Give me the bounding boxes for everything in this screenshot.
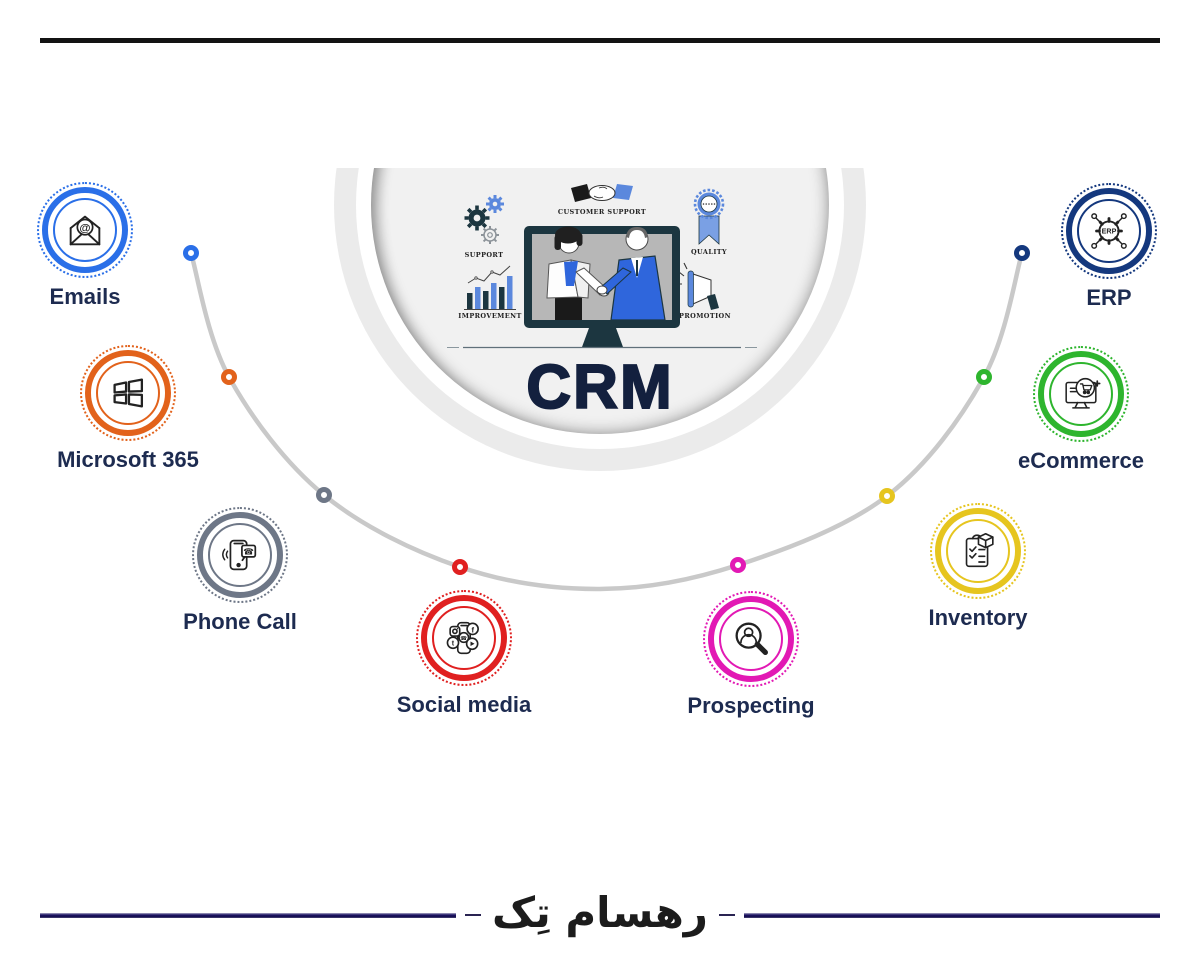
crm-illustration: SUPPORT CUSTOMER SUPPORT QUALITY <box>447 184 757 349</box>
magnifier-person-icon <box>735 622 768 656</box>
icon-core: @ <box>53 198 117 262</box>
footer-brand-bar: رهسام تِک <box>40 888 1160 942</box>
marker-phone-call <box>316 487 332 503</box>
top-divider-line <box>40 38 1160 43</box>
icon-core: ☎ <box>208 523 272 587</box>
node-label: eCommerce <box>1018 448 1144 473</box>
windows-icon <box>113 378 144 408</box>
node-prospecting: Prospecting <box>687 591 815 718</box>
node-erp: ERP ERP <box>1061 183 1157 310</box>
megaphone-icon <box>675 262 719 310</box>
support-label: SUPPORT <box>465 251 504 259</box>
handshake-icon <box>571 184 633 202</box>
footer-dash-right <box>719 913 735 917</box>
node-label: Social media <box>396 692 532 717</box>
node-phone-call: ☎ Phone Call <box>183 507 297 634</box>
icon-core <box>946 519 1010 583</box>
node-label: Emails <box>49 284 121 309</box>
dotted-ring <box>1061 183 1157 279</box>
social-apps-icon: f t ☎ <box>446 621 479 655</box>
quality-label: QUALITY <box>691 248 727 256</box>
marker-microsoft-365 <box>221 369 237 385</box>
bar-chart-icon <box>464 265 516 310</box>
footer-line-right <box>744 912 1160 918</box>
crm-title: CRM <box>525 352 674 423</box>
marker-inventory <box>879 488 895 504</box>
dotted-ring <box>192 507 288 603</box>
gears-icon <box>464 195 504 244</box>
icon-core <box>96 361 160 425</box>
marker-prospecting <box>730 557 746 573</box>
node-label: Microsoft 365 <box>57 447 199 472</box>
svg-text:☎: ☎ <box>460 635 468 642</box>
node-label: Inventory <box>928 605 1028 630</box>
marker-ecommerce <box>976 369 992 385</box>
footer-dash-left <box>465 913 481 917</box>
node-social-media: f t ☎ Social media <box>397 590 531 717</box>
svg-text:ERP: ERP <box>1102 228 1117 236</box>
central-hero: SUPPORT CUSTOMER SUPPORT QUALITY <box>332 168 868 480</box>
marker-social-media <box>452 559 468 575</box>
svg-text:☎: ☎ <box>243 547 254 557</box>
customer-support-label: CUSTOMER SUPPORT <box>558 208 646 216</box>
man-figure <box>596 227 666 321</box>
node-inventory: Inventory <box>928 503 1028 630</box>
marker-erp <box>1014 245 1030 261</box>
node-label: ERP <box>1086 285 1132 310</box>
dotted-ring <box>703 591 799 687</box>
svg-text:f: f <box>472 625 475 634</box>
dotted-ring <box>37 182 133 278</box>
node-label: Phone Call <box>183 609 297 634</box>
dotted-ring <box>1033 346 1129 442</box>
icon-core <box>1049 362 1113 426</box>
node-ecommerce: eCommerce <box>1018 346 1144 473</box>
dotted-ring <box>416 590 512 686</box>
promotion-label: PROMOTION <box>679 312 731 320</box>
improvement-label: IMPROVEMENT <box>458 312 521 320</box>
icon-core <box>719 607 783 671</box>
node-microsoft-365: Microsoft 365 <box>57 345 199 472</box>
monitor-cart-icon <box>1065 377 1101 409</box>
node-label: Prospecting <box>687 693 815 718</box>
node-emails: @ Emails <box>37 182 133 309</box>
gear-erp-icon: ERP <box>1091 213 1127 249</box>
svg-text:@: @ <box>79 222 90 234</box>
award-icon <box>693 188 725 245</box>
arc-path <box>188 250 1025 592</box>
icon-core: ERP <box>1077 199 1141 263</box>
checklist-box-icon <box>965 532 994 568</box>
envelope-at-icon: @ <box>69 215 101 246</box>
smartphone-call-icon: ☎ <box>222 539 257 571</box>
marker-emails <box>183 245 199 261</box>
brand-text: رهسام تِک <box>492 887 708 937</box>
footer-line-left <box>40 912 456 918</box>
dotted-ring <box>930 503 1026 599</box>
monitor-stand <box>447 328 757 349</box>
icon-core: f t ☎ <box>432 606 496 670</box>
svg-text:t: t <box>452 640 455 648</box>
dotted-ring <box>80 345 176 441</box>
